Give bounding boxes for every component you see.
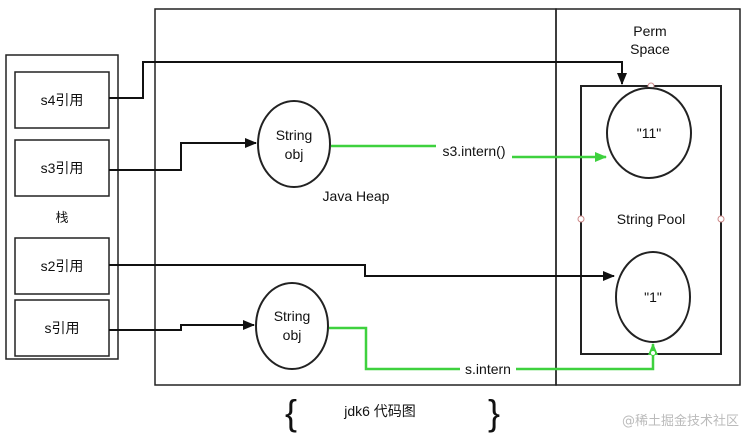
- stack-ref-s3-label: s3引用: [41, 160, 84, 176]
- heap-object-s3-line2: obj: [285, 146, 304, 162]
- java-heap-label: Java Heap: [323, 188, 390, 204]
- stack-label: 栈: [55, 210, 68, 225]
- s-intern-label-bg: [460, 360, 516, 378]
- stack-ref-s4: [14, 71, 110, 129]
- caption-text: jdk6 代码图: [343, 403, 416, 419]
- stack-ref-s-label: s引用: [45, 320, 80, 336]
- s3-intern-label: s3.intern(): [442, 143, 505, 159]
- arrow-s3-to-heap: [109, 138, 257, 171]
- pool-handle-left: [577, 215, 585, 223]
- pool-handle-right: [717, 215, 725, 223]
- arrow-s-intern-joint: [650, 350, 656, 356]
- arrow-s-to-heap: [109, 320, 255, 331]
- pool-entry-1-label: "1": [644, 289, 662, 305]
- string-pool-label: String Pool: [617, 211, 685, 227]
- perm-space-box: [555, 8, 741, 386]
- stack-ref-s: [14, 299, 110, 357]
- stack-ref-s4-label: s4引用: [41, 92, 84, 108]
- stack-ref-s3: [14, 139, 110, 197]
- heap-object-s: [255, 282, 329, 370]
- pool-entry-11-label: "11": [637, 125, 662, 141]
- arrow-s4-to-pool11: [109, 61, 627, 99]
- perm-space-label-line2: Space: [630, 41, 670, 57]
- watermark: @稀土掘金技术社区: [622, 413, 739, 429]
- stack-ref-s2-label: s2引用: [41, 258, 84, 274]
- caption-brace-right: }: [488, 392, 500, 433]
- s-intern-label: s.intern: [465, 361, 511, 377]
- heap-object-s-line1: String: [274, 308, 311, 324]
- pool-entry-11: [606, 87, 692, 179]
- arrow-s-intern: [329, 326, 658, 371]
- perm-space-label-line1: Perm: [633, 23, 666, 39]
- caption-brace-left: {: [285, 392, 297, 433]
- heap-object-s3: [257, 100, 331, 188]
- heap-object-s-line2: obj: [283, 327, 302, 343]
- pool-entry-1: [615, 251, 691, 343]
- s3-intern-label-bg: [436, 140, 512, 160]
- stack-box: [5, 54, 119, 360]
- arrow-s2-to-pool1: [109, 264, 615, 281]
- heap-object-s3-line1: String: [276, 127, 313, 143]
